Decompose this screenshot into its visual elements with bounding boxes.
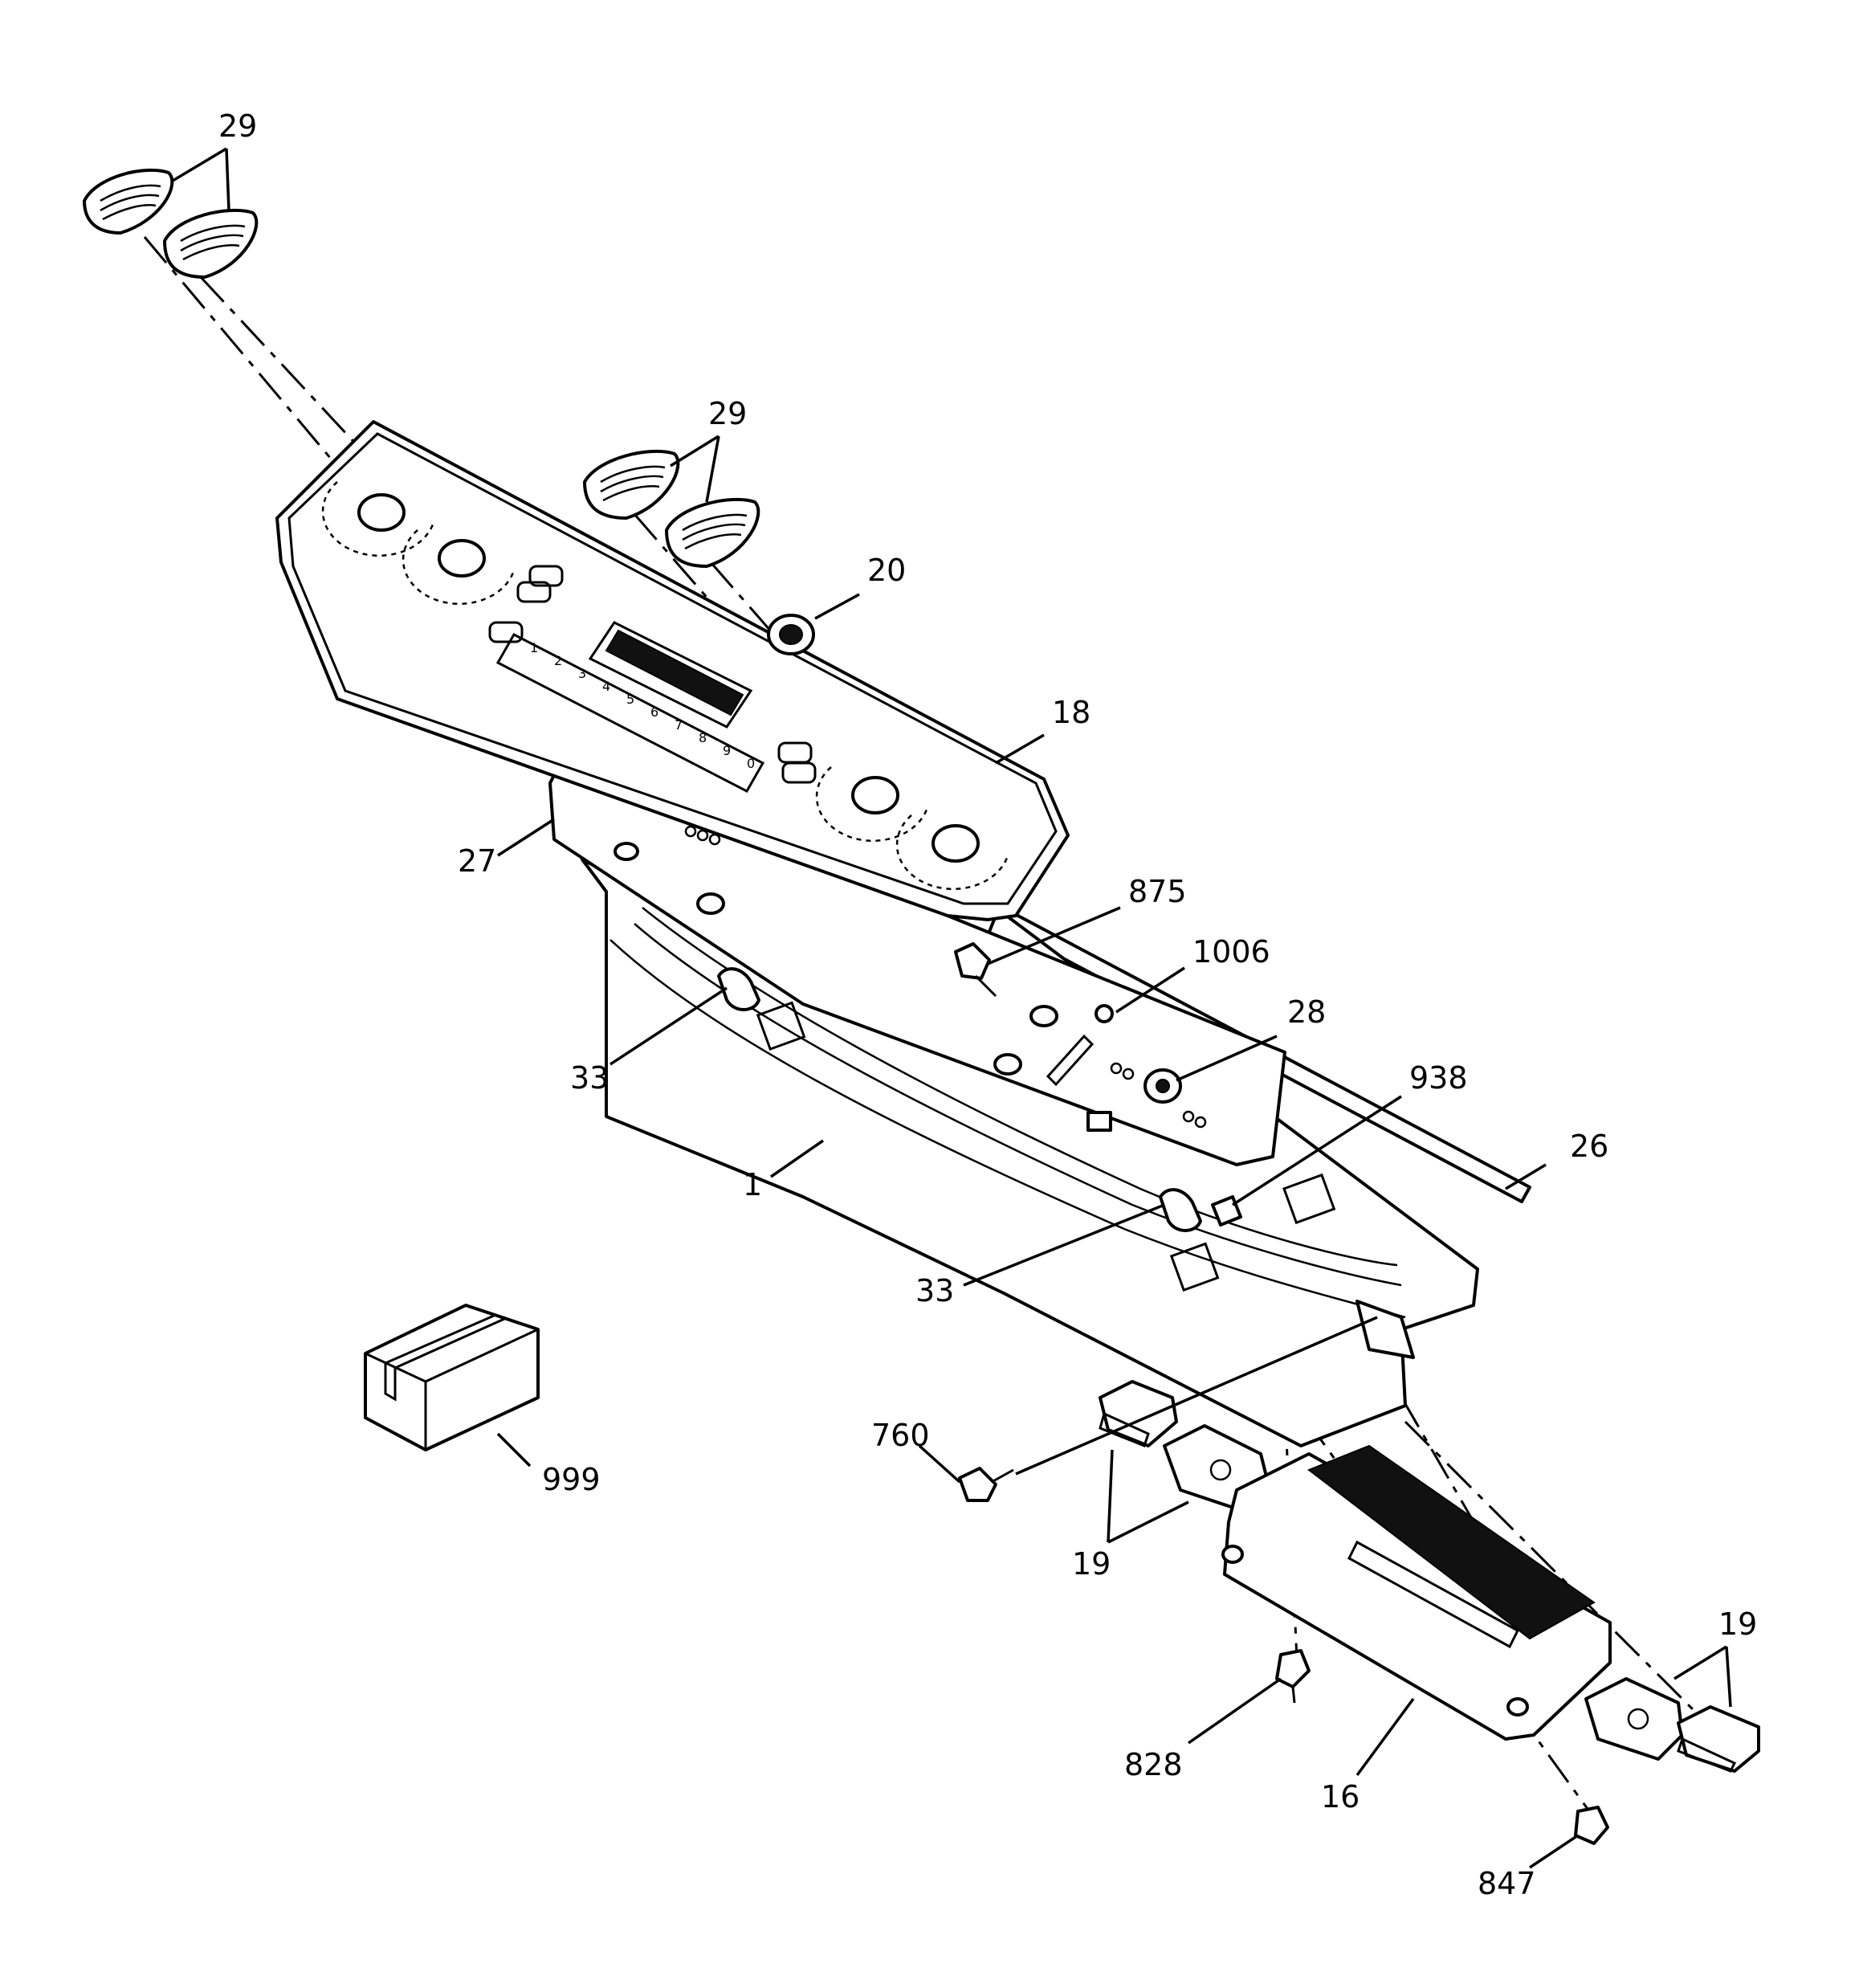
callout-938: 938 [1409, 1060, 1468, 1096]
callout-18: 18 [1052, 695, 1090, 730]
panel-digit: 7 [675, 717, 683, 733]
callout-33: 33 [915, 1273, 954, 1308]
callout-847: 847 [1478, 1866, 1536, 1901]
knob-ring[interactable] [767, 614, 815, 655]
panel-digit: 2 [554, 653, 562, 668]
knob[interactable] [665, 498, 760, 568]
panel-digit: 0 [747, 756, 755, 771]
control-panel-faceplate[interactable]: 1 2 3 4 5 6 7 8 9 0 [275, 420, 1070, 921]
carton-icon [364, 1304, 540, 1451]
callout-875: 875 [1128, 874, 1187, 909]
panel-digit: 4 [602, 679, 610, 694]
light-socket[interactable] [717, 967, 760, 1011]
callout-828: 828 [1124, 1747, 1183, 1782]
panel-digit: 1 [530, 640, 538, 655]
panel-digit: 8 [699, 730, 707, 745]
infinite-switch[interactable] [1099, 1380, 1178, 1447]
callout-33: 33 [570, 1060, 609, 1096]
screw-847[interactable] [1574, 1806, 1609, 1845]
screw-760[interactable] [958, 1467, 1014, 1502]
infinite-switch[interactable] [1677, 1705, 1760, 1773]
electronic-control-board[interactable] [1221, 1444, 1612, 1741]
screw-1006[interactable] [1095, 1004, 1114, 1023]
screw-828[interactable] [1275, 1649, 1311, 1704]
infinite-switch[interactable] [1584, 1677, 1684, 1761]
switch-28[interactable] [1143, 1068, 1182, 1104]
panel-digit: 9 [723, 743, 731, 758]
callout-29: 29 [708, 396, 747, 431]
knob[interactable] [163, 209, 259, 279]
callout-19: 19 [1718, 1606, 1757, 1642]
callout-26: 26 [1570, 1129, 1608, 1164]
control-board-plate[interactable] [548, 757, 1286, 1166]
panel-digit: 3 [578, 666, 586, 681]
callout-29: 29 [218, 108, 257, 144]
screw-875[interactable] [954, 942, 997, 998]
callout-999: 999 [542, 1462, 601, 1497]
leader-lines [172, 147, 1732, 1869]
callout-1006: 1006 [1192, 934, 1270, 970]
light-socket[interactable] [1159, 1188, 1202, 1232]
callout-28: 28 [1287, 994, 1326, 1030]
callout-19: 19 [1072, 1546, 1111, 1582]
callout-20: 20 [867, 553, 906, 588]
callout-27: 27 [458, 843, 496, 879]
callout-labels: 29 29 20 18 27 875 1006 28 33 938 26 1 3… [218, 108, 1757, 1901]
knob[interactable] [583, 450, 680, 520]
callout-760: 760 [871, 1418, 930, 1453]
callout-1: 1 [743, 1167, 762, 1202]
callout-16: 16 [1321, 1779, 1360, 1815]
panel-digit: 5 [626, 692, 634, 707]
panel-digit: 6 [650, 704, 658, 720]
knob[interactable] [83, 169, 174, 235]
